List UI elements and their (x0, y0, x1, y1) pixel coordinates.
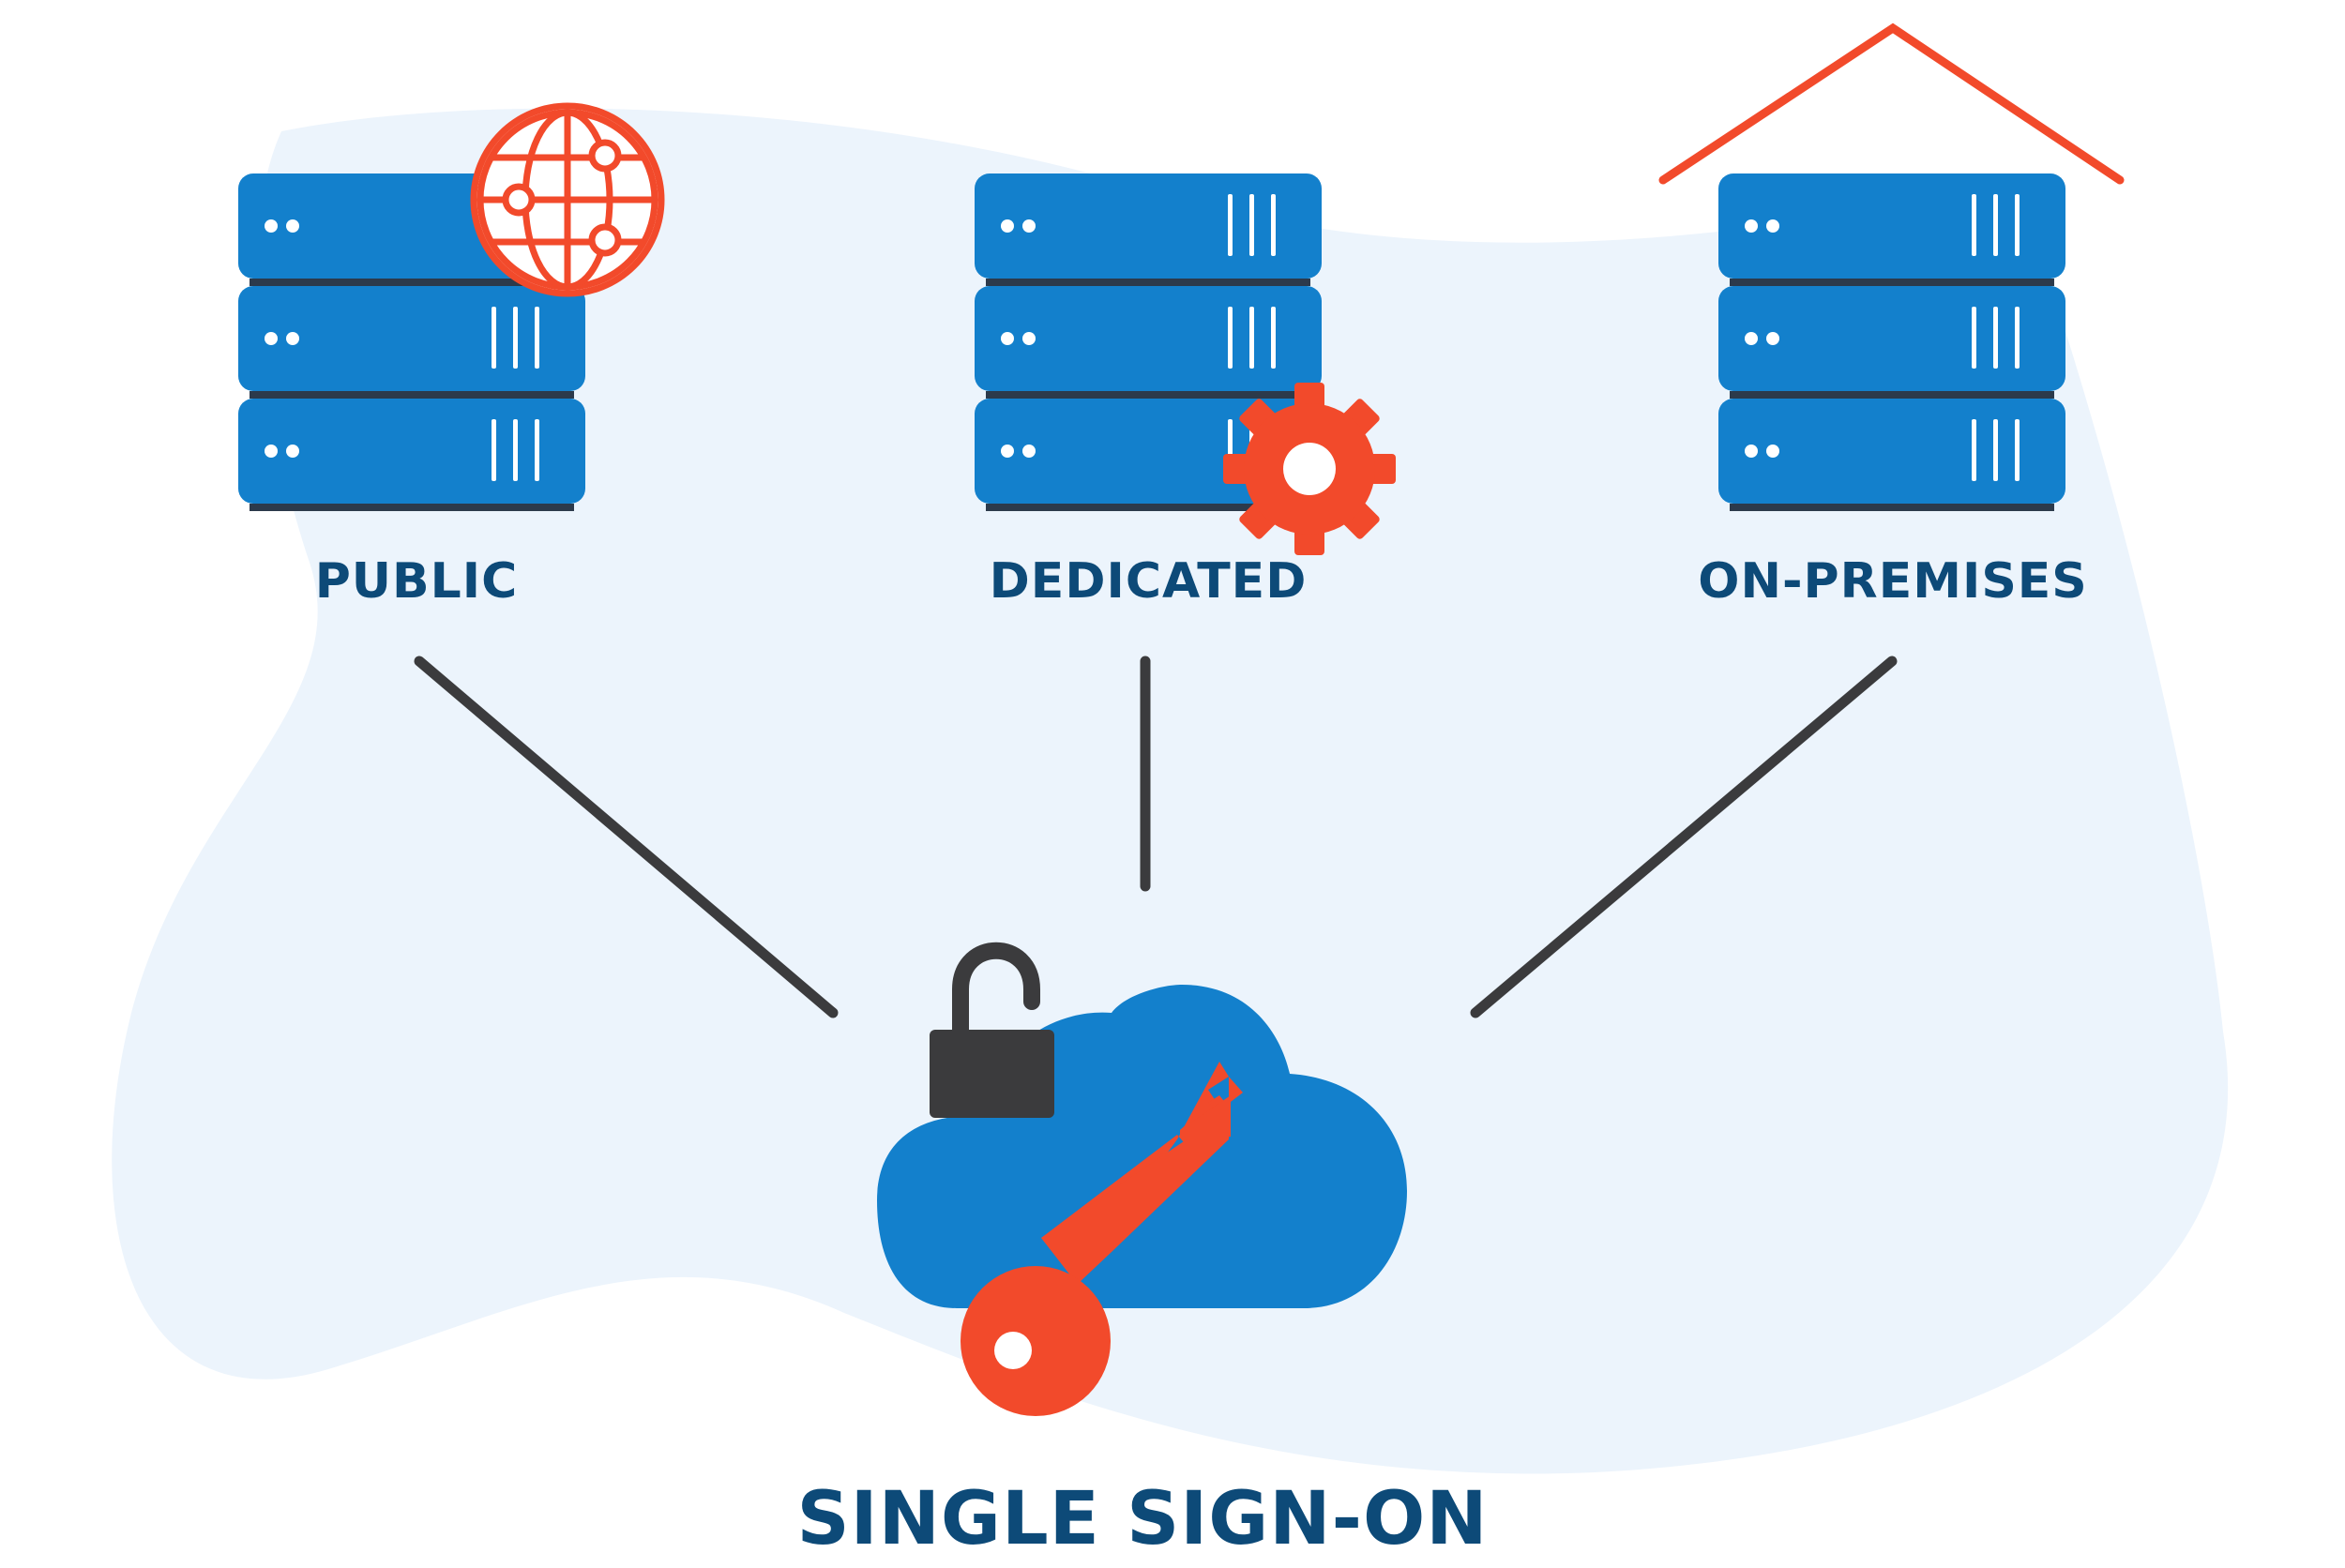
globe-icon (470, 102, 665, 297)
padlock-icon (930, 942, 1054, 1118)
node-label-public: PUBLIC (314, 553, 519, 610)
key-icon (961, 1062, 1243, 1416)
gear-icon (1223, 383, 1396, 555)
connector-on-premises (1470, 656, 1898, 1018)
node-label-on-premises: ON-PREMISES (1698, 553, 2088, 610)
connector-public (414, 656, 839, 1018)
house-roof-icon (1658, 23, 2125, 185)
background-blob (112, 108, 2229, 1474)
node-label-dedicated: DEDICATED (989, 553, 1308, 610)
server-stack-on-premises (1718, 173, 2065, 511)
diagram-title: SINGLE SIGN-ON (796, 1477, 1489, 1561)
